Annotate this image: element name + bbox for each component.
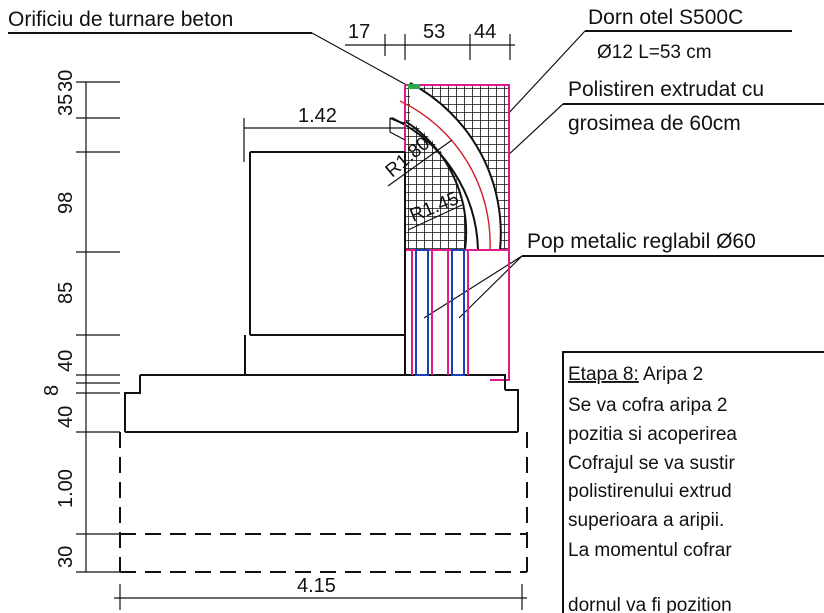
note-line-7: dornul va fi pozition [568, 595, 732, 613]
pour-opening-text: Orificiu de turnare beton [8, 8, 233, 31]
note-title-stage: Etapa 8: [568, 364, 639, 385]
polystyrene-leader [504, 103, 564, 159]
dim-top-53: 53 [423, 21, 445, 43]
polystyrene-label: Polistiren extrudat cu grosimea de 60cm [504, 78, 824, 159]
polystyrene-block: R1.80 R1.45 [382, 82, 510, 381]
note-line-5: superioara a aripii. [568, 510, 724, 531]
dim-left-98: 98 [55, 192, 77, 214]
width-dimensions: 1.42 4.15 [114, 105, 527, 610]
dowel-text-line1: Dorn otel S500C [588, 6, 743, 29]
formwork-right [405, 84, 510, 381]
dim-width-top: 1.42 [298, 105, 337, 127]
note-line-3: Cofrajul se va sustir [568, 453, 736, 474]
pour-opening-leader [311, 32, 413, 89]
note-line-4: polistirenului extrud [568, 481, 732, 502]
prop-2 [451, 249, 465, 376]
note-title-rest: Aripa 2 [639, 364, 703, 385]
dim-left-40a: 40 [55, 350, 77, 372]
metal-props [404, 249, 469, 376]
dim-left-35: 35 [55, 94, 77, 116]
inner-arc [404, 120, 468, 251]
note-line-1: Se va cofra aripa 2 [568, 395, 727, 416]
reinforcement-arc [391, 117, 479, 251]
dim-left-30: 30 [55, 70, 77, 92]
polystyrene-text-line2: grosimea de 60cm [568, 112, 741, 135]
dim-left-30b: 30 [55, 546, 77, 568]
prop-leader-1 [423, 255, 523, 319]
foundation-dashed [119, 432, 528, 573]
prop-1 [415, 249, 429, 376]
top-dimension-chain: 17 53 44 [345, 21, 515, 60]
outer-arc [409, 82, 502, 251]
dim-width-bottom: 4.15 [297, 575, 336, 597]
dim-left-8: 8 [41, 385, 63, 396]
prop-text: Pop metalic reglabil Ø60 [527, 230, 756, 253]
dim-top-44: 44 [474, 21, 496, 43]
prop-label: Pop metalic reglabil Ø60 [423, 230, 824, 319]
left-dimension-chain: 35 30 98 85 40 8 40 1.00 30 [41, 70, 120, 573]
dim-left-85: 85 [55, 282, 77, 304]
prop-leader-2 [458, 255, 523, 319]
polystyrene-text-line1: Polistiren extrudat cu [568, 78, 764, 101]
note-line-6: La momentul cofrar [568, 540, 732, 561]
dim-left-100: 1.00 [55, 469, 77, 508]
dowel-text-line2: Ø12 L=53 cm [597, 42, 712, 63]
note-line-2: pozitia si acoperirea [568, 424, 737, 445]
pour-opening-marker [408, 84, 420, 89]
dim-left-40b: 40 [55, 406, 77, 428]
pier-body [124, 117, 519, 433]
pour-opening-label: Orificiu de turnare beton [8, 8, 413, 89]
stage-note: Etapa 8: Aripa 2 Se va cofra aripa 2 poz… [562, 351, 824, 613]
note-title: Etapa 8: Aripa 2 [568, 364, 703, 385]
rebar-arc [399, 100, 491, 251]
dim-top-17: 17 [348, 21, 370, 43]
